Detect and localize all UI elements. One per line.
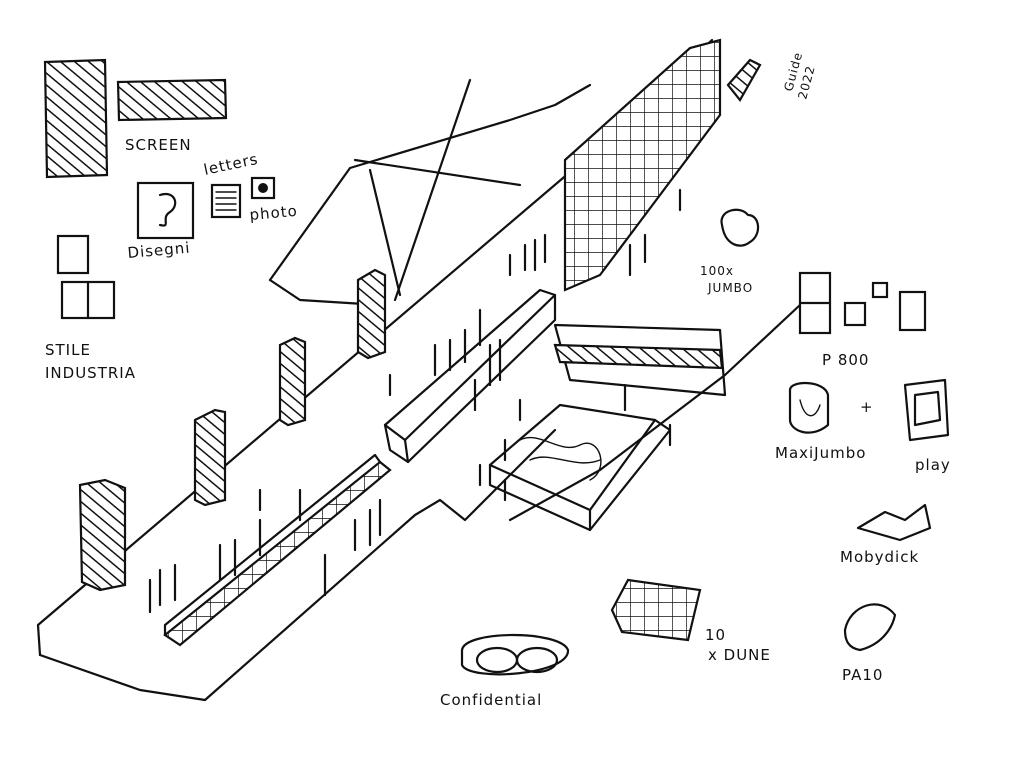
label-industria: INDUSTRIA	[45, 364, 136, 382]
legend-dune: 10 x DUNE	[610, 578, 771, 664]
svg-text:PA10: PA10	[842, 666, 883, 684]
hatched-panels	[78, 268, 387, 592]
grid-wall	[563, 38, 762, 292]
svg-text:100x: 100x	[700, 264, 734, 278]
legend-mobydick: Mobydick	[840, 503, 932, 566]
svg-text:JUMBO: JUMBO	[707, 281, 753, 295]
label-guide-2022: Guide 2022	[781, 50, 817, 101]
grid-table	[163, 453, 392, 647]
svg-text:Mobydick: Mobydick	[840, 548, 919, 566]
svg-text:+: +	[860, 398, 874, 416]
people-figures	[148, 188, 682, 614]
room-platform	[488, 323, 727, 532]
legend-screen: SCREEN	[43, 58, 228, 179]
legend-maxijumbo: + MaxiJumbo	[775, 382, 874, 462]
svg-text:P 800: P 800	[822, 351, 869, 369]
legend-play: play	[903, 378, 951, 474]
svg-text:x DUNE: x DUNE	[708, 646, 771, 664]
legend-confidential: Confidential	[440, 633, 570, 709]
central-bench	[383, 288, 557, 464]
projection-screen-x	[353, 78, 522, 302]
legend-pa10: PA10	[842, 603, 897, 684]
label-photo: photo	[249, 202, 299, 224]
legend-disegni: Disegni	[127, 181, 195, 262]
svg-text:MaxiJumbo: MaxiJumbo	[775, 444, 866, 462]
label-stile: STILE	[45, 341, 91, 359]
legend-letters-photo: letters photo	[202, 150, 298, 224]
legend-p800: P 800	[798, 271, 927, 369]
label-letters: letters	[202, 150, 260, 179]
svg-text:Confidential: Confidential	[440, 691, 542, 709]
svg-text:play: play	[915, 456, 951, 474]
svg-text:10: 10	[705, 626, 726, 644]
label-screen: SCREEN	[125, 136, 192, 154]
legend-100x-jumbo: 100x JUMBO	[700, 208, 760, 295]
label-disegni: Disegni	[127, 239, 191, 262]
legend-stile-industria: STILE INDUSTRIA	[45, 234, 136, 382]
